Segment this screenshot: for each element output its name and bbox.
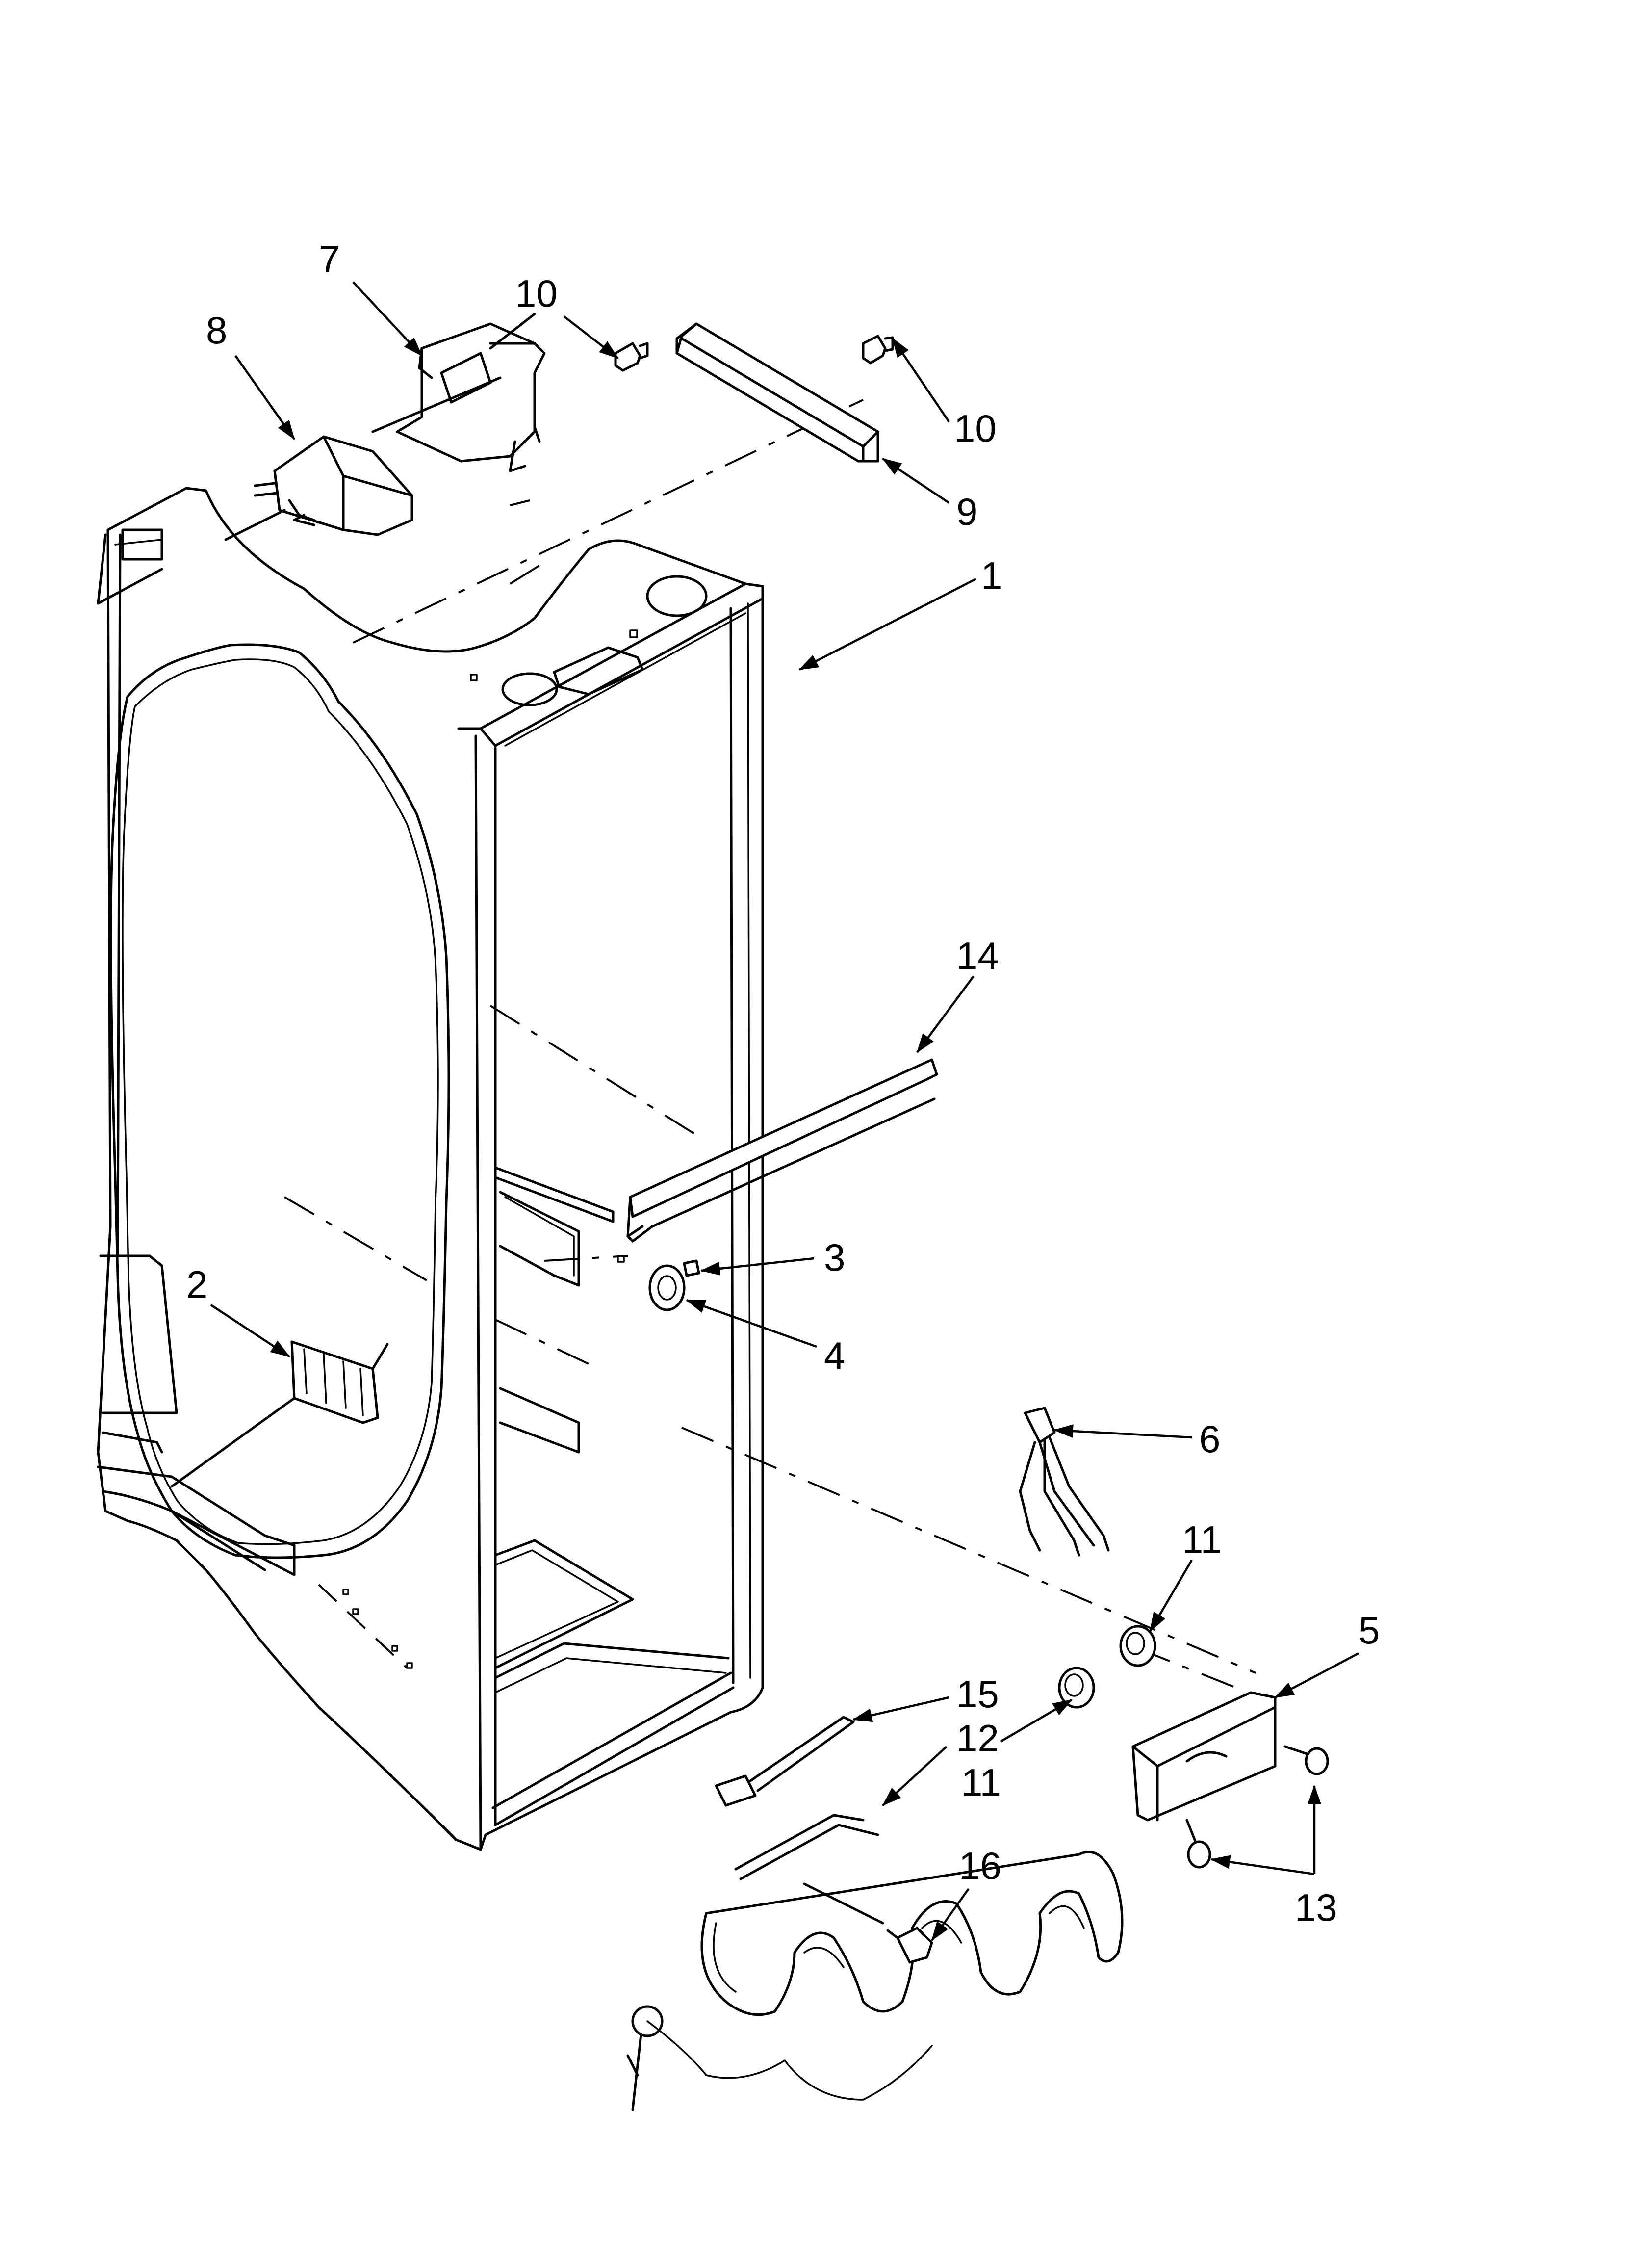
callout-3: 3 xyxy=(824,1236,845,1279)
callout-16: 16 xyxy=(959,1844,1001,1887)
callout-11a: 11 xyxy=(1182,1518,1222,1561)
control-bracket xyxy=(371,313,546,472)
callout-6: 6 xyxy=(1199,1417,1220,1460)
callouts: 7 8 10 10 9 1 14 3 4 2 6 11 5 15 12 11 1… xyxy=(186,237,1380,1929)
assembly-lines xyxy=(283,399,1256,1689)
callout-4: 4 xyxy=(824,1334,845,1377)
callout-5: 5 xyxy=(1359,1609,1380,1652)
lamp-cover xyxy=(1131,1691,1277,1822)
lamp-socket-upper xyxy=(1119,1625,1156,1667)
callout-10b: 10 xyxy=(954,407,997,450)
leader-arrows xyxy=(210,281,1360,1941)
screw-spacer xyxy=(648,1264,686,1311)
shelf-bracket xyxy=(626,1058,938,1243)
top-channel xyxy=(675,322,879,463)
heater-screw xyxy=(803,1882,933,1964)
callout-8: 8 xyxy=(206,309,227,352)
screw-left xyxy=(614,342,649,372)
light-socket xyxy=(170,1340,389,1488)
heater-coil xyxy=(626,1814,1124,2111)
cable-tie xyxy=(715,1716,855,1807)
lamp-socket-lower xyxy=(1058,1667,1095,1709)
callout-10a: 10 xyxy=(515,272,558,315)
push-pin-right xyxy=(1283,1745,1329,1775)
cabinet-liner xyxy=(97,487,764,1851)
callout-11b: 11 xyxy=(961,1761,1001,1804)
callout-7: 7 xyxy=(319,237,340,281)
callout-1: 1 xyxy=(981,554,1002,597)
callout-15: 15 xyxy=(956,1672,999,1716)
callout-14: 14 xyxy=(956,934,999,977)
push-pin-lower xyxy=(1185,1819,1211,1869)
callout-13: 13 xyxy=(1295,1886,1337,1929)
callout-9: 9 xyxy=(956,490,977,533)
callout-2: 2 xyxy=(186,1263,207,1306)
mounting-screw xyxy=(683,1259,700,1277)
screw-right xyxy=(862,335,894,365)
control-housing xyxy=(224,435,413,541)
callout-12: 12 xyxy=(956,1717,999,1760)
